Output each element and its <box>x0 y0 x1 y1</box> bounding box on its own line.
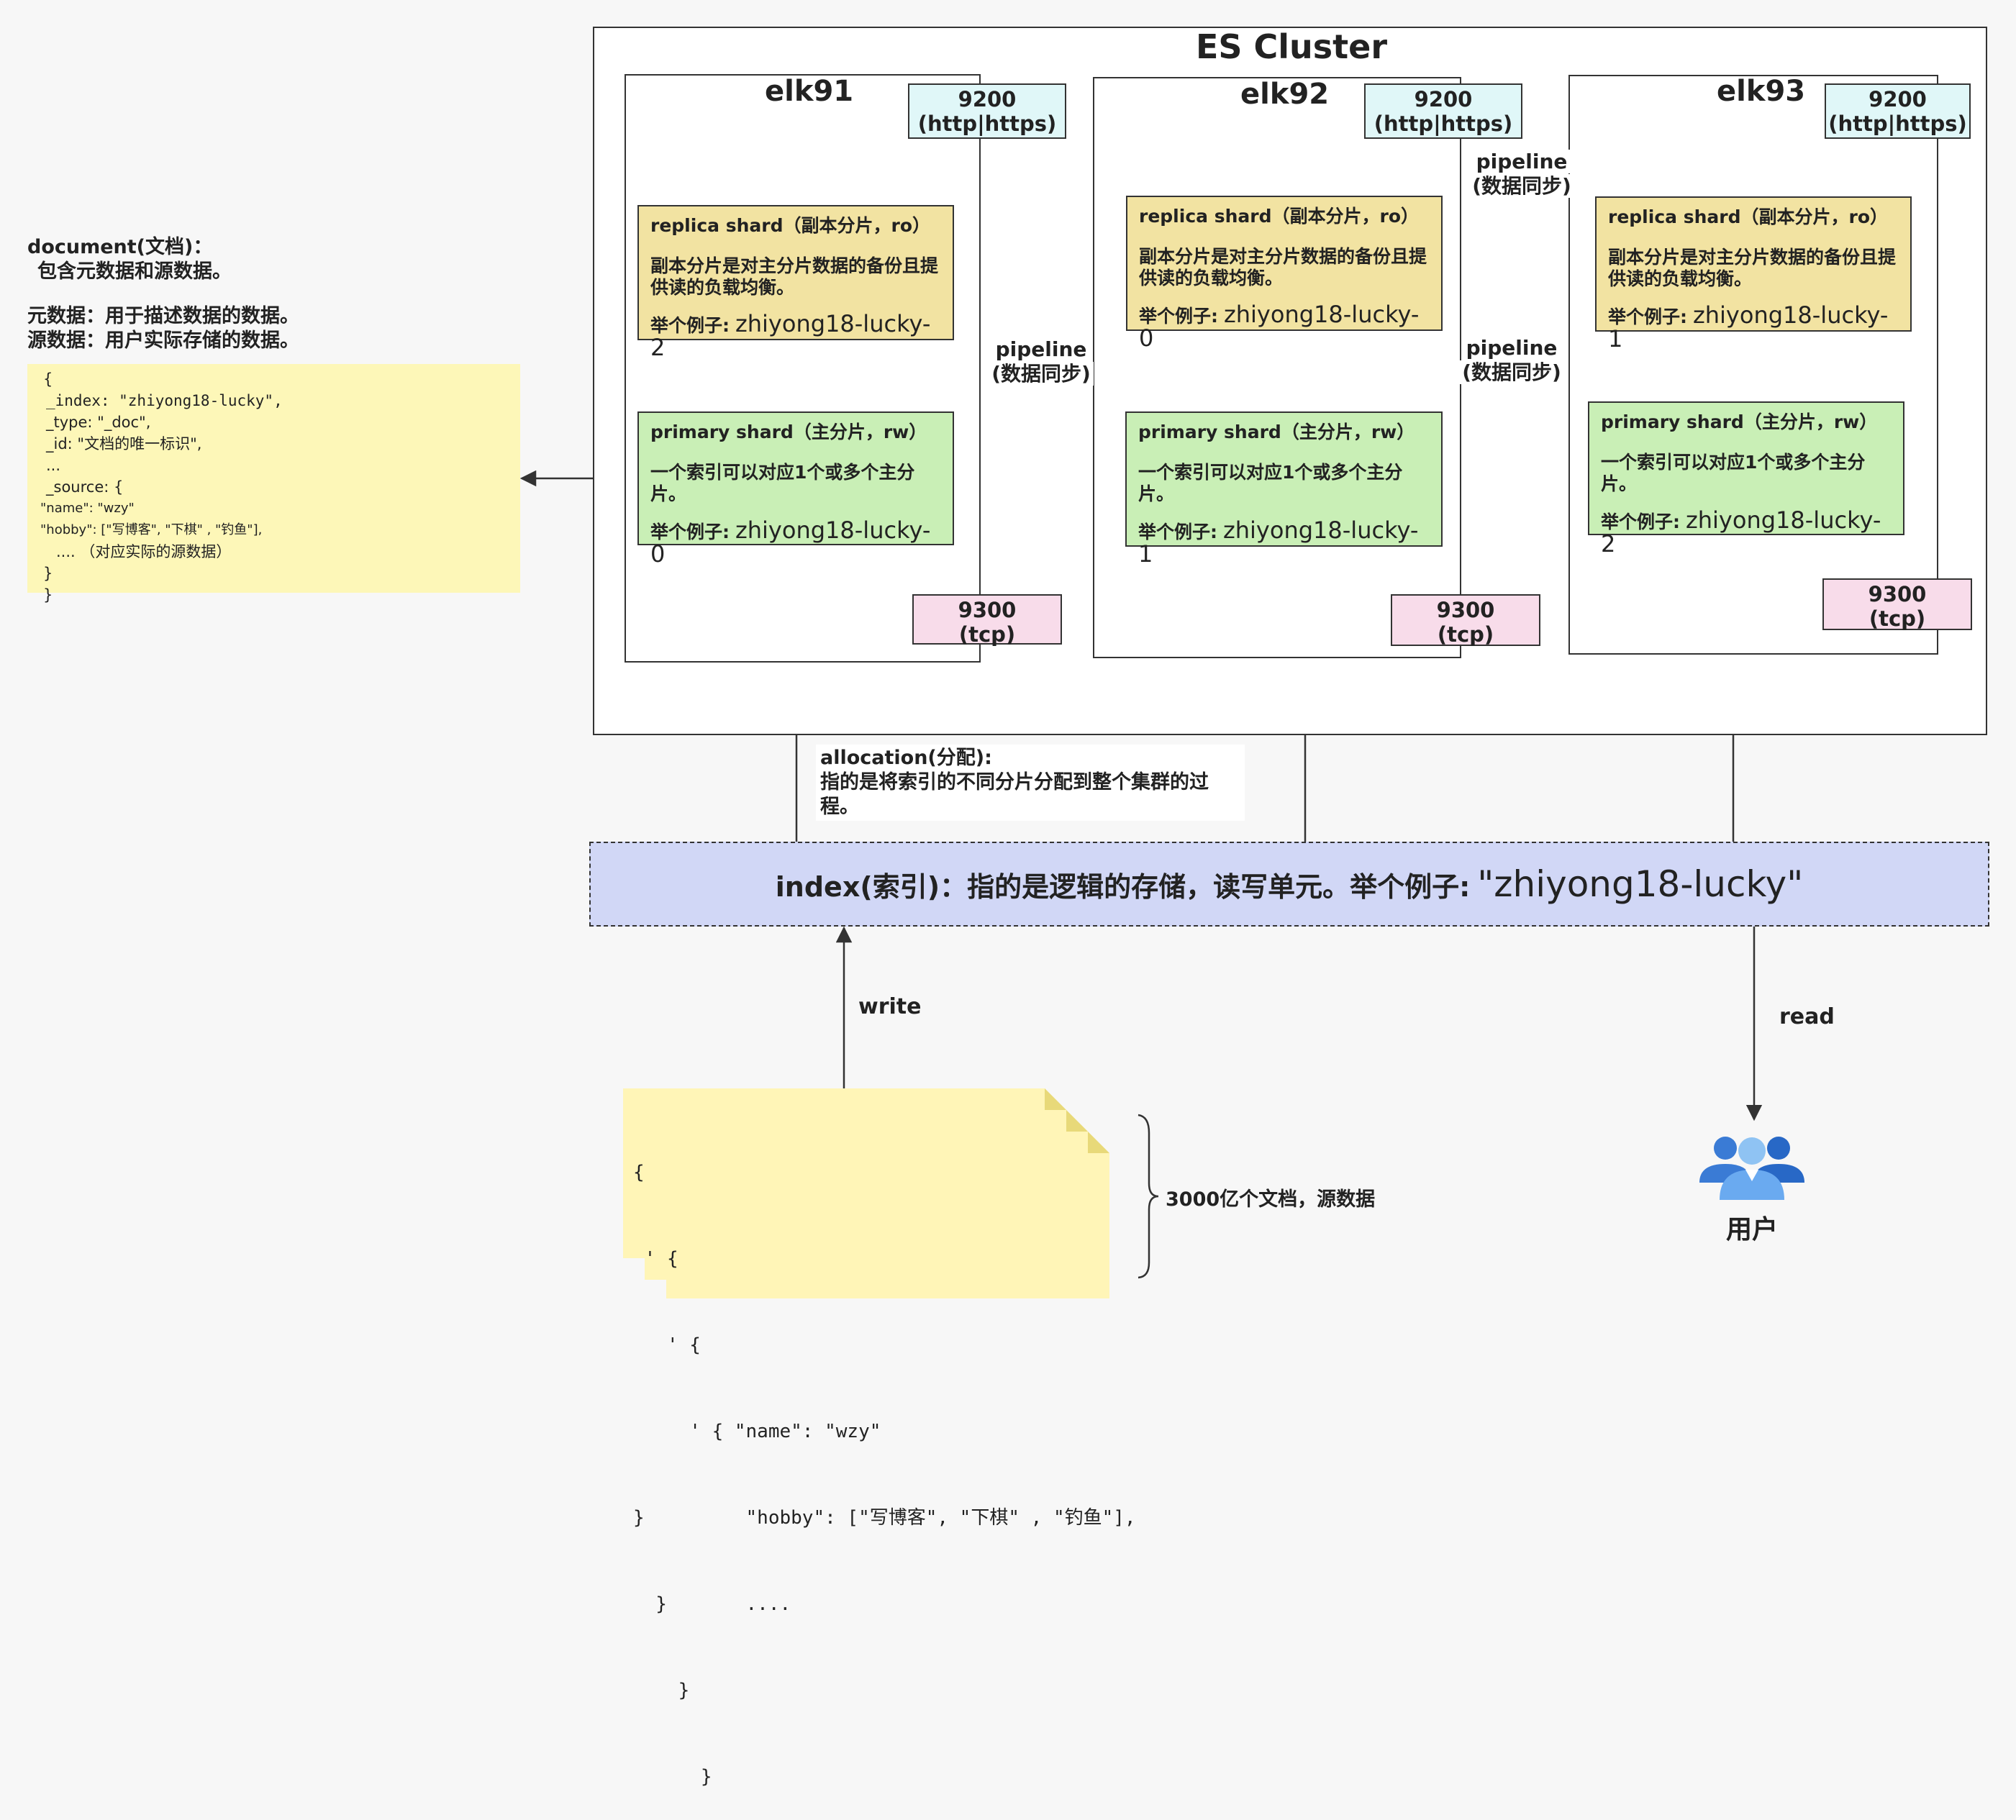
primary-shard-elk92: primary shard（主分片，rw） 一个索引可以对应1个或多个主分片。 … <box>1125 411 1443 565</box>
primary-shard-elk93: primary shard（主分片，rw） 一个索引可以对应1个或多个主分片。 … <box>1588 401 1904 555</box>
document-description: document(文档)： 包含元数据和源数据。 元数据：用于描述数据的数据。 … <box>27 235 430 353</box>
read-label: read <box>1779 1004 1835 1029</box>
example-value: zhiyong18-lucky-1 <box>1138 517 1419 568</box>
example-value: zhiyong18-lucky-2 <box>650 310 931 361</box>
replica-shard-desc: 副本分片是对主分片数据的备份且提供读的负载均衡。 <box>1608 247 1897 289</box>
tcp-port-elk92: 9300(tcp) <box>1391 594 1540 647</box>
primary-shard-desc: 一个索引可以对应1个或多个主分片。 <box>1601 452 1866 494</box>
example-label: 举个例子: <box>650 315 730 336</box>
document-json-example: { _index: "zhiyong18-lucky", _type: "_do… <box>27 364 520 604</box>
node-elk93 <box>1568 75 1938 655</box>
pipeline-label-right: pipeline (数据同步) <box>1453 336 1571 385</box>
index-label: index(索引)：指的是逻辑的存储，读写单元。举个例子: <box>775 870 1471 903</box>
node-title-elk92: elk92 <box>1240 78 1330 111</box>
index-box: index(索引)：指的是逻辑的存储，读写单元。举个例子: "zhiyong18… <box>589 842 1989 927</box>
document-subheading: 包含元数据和源数据。 <box>37 260 232 283</box>
pipeline-label-top: pipeline (数据同步) <box>1464 150 1579 199</box>
node-title-elk91: elk91 <box>765 75 854 108</box>
tcp-port-elk93: 9300(tcp) <box>1822 578 1972 631</box>
replica-shard-desc: 副本分片是对主分片数据的备份且提供读的负载均衡。 <box>1139 246 1427 288</box>
example-value: zhiyong18-lucky-0 <box>1139 301 1420 352</box>
replica-shard-header: replica shard（副本分片，ro） <box>1139 206 1419 227</box>
user-label: 用户 <box>1725 1215 1778 1245</box>
replica-shard-header: replica shard（副本分片，ro） <box>650 215 930 236</box>
document-stack <box>623 1088 1109 1298</box>
replica-shard-elk92: replica shard（副本分片，ro） 副本分片是对主分片数据的备份且提供… <box>1126 196 1443 350</box>
example-value: zhiyong18-lucky-0 <box>650 517 931 568</box>
example-value: zhiyong18-lucky-1 <box>1608 301 1889 352</box>
metadata-definition: 元数据：用于描述数据的数据。 <box>27 305 299 327</box>
primary-shard-header: primary shard（主分片，rw） <box>650 422 927 442</box>
http-port-elk93: 9200(http|https) <box>1825 83 1971 139</box>
example-label: 举个例子: <box>1138 522 1217 542</box>
primary-shard-header: primary shard（主分片，rw） <box>1138 422 1415 442</box>
document-stack-text: { ' { ' { ' { "name": "wzy" } "hobby": [… <box>633 1162 1136 1788</box>
cluster-title: ES Cluster <box>1195 27 1388 66</box>
doc-sheet <box>666 1132 1109 1298</box>
index-value: "zhiyong18-lucky" <box>1477 863 1804 905</box>
http-port-elk91: 9200(http|https) <box>908 83 1066 139</box>
replica-shard-elk93: replica shard（副本分片，ro） 副本分片是对主分片数据的备份且提供… <box>1595 196 1912 350</box>
doc-fold <box>1045 1088 1066 1110</box>
write-label: write <box>858 994 922 1019</box>
node-elk91 <box>625 74 981 663</box>
example-label: 举个例子: <box>1139 306 1218 327</box>
example-value: zhiyong18-lucky-2 <box>1601 506 1881 558</box>
replica-shard-elk91: replica shard（副本分片，ro） 副本分片是对主分片数据的备份且提供… <box>637 205 954 359</box>
primary-shard-header: primary shard（主分片，rw） <box>1601 411 1878 432</box>
document-heading: document(文档)： <box>27 236 213 258</box>
doc-fold <box>1088 1132 1109 1153</box>
docs-count-label: 3000亿个文档，源数据 <box>1166 1188 1376 1211</box>
primary-shard-elk91: primary shard（主分片，rw） 一个索引可以对应1个或多个主分片。 … <box>637 411 954 565</box>
doc-fold <box>1066 1110 1088 1132</box>
node-elk92 <box>1093 77 1461 658</box>
source-definition: 源数据：用户实际存储的数据。 <box>27 329 299 352</box>
primary-shard-desc: 一个索引可以对应1个或多个主分片。 <box>1138 462 1403 504</box>
example-label: 举个例子: <box>650 522 730 542</box>
users-icon <box>1699 1137 1804 1200</box>
replica-shard-header: replica shard（副本分片，ro） <box>1608 206 1888 227</box>
docs-brace <box>1138 1114 1159 1279</box>
http-port-elk92: 9200(http|https) <box>1364 83 1522 139</box>
node-title-elk93: elk93 <box>1717 75 1806 108</box>
example-label: 举个例子: <box>1601 511 1680 532</box>
replica-shard-desc: 副本分片是对主分片数据的备份且提供读的负载均衡。 <box>650 255 939 298</box>
example-label: 举个例子: <box>1608 306 1687 327</box>
pipeline-label-left: pipeline (数据同步) <box>982 337 1100 386</box>
primary-shard-desc: 一个索引可以对应1个或多个主分片。 <box>650 462 915 504</box>
allocation-note: allocation(分配): 指的是将索引的不同分片分配到整个集群的过程。 <box>816 745 1245 821</box>
tcp-port-elk91: 9300(tcp) <box>912 594 1062 647</box>
